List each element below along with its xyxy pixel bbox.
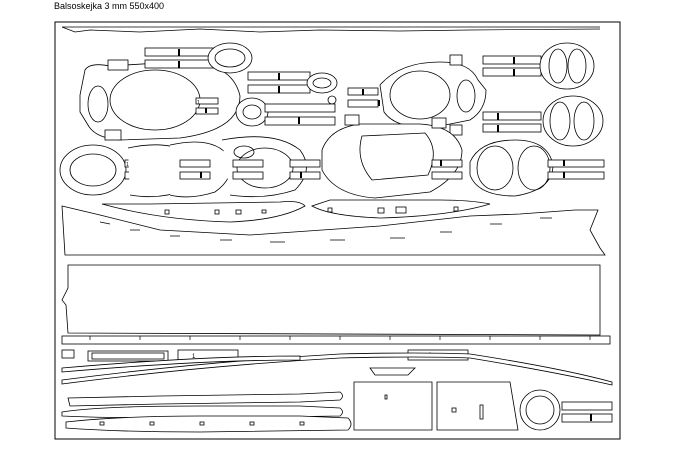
- frame-part-mid-large: [321, 114, 463, 199]
- tab-strip-middle: [247, 71, 338, 105]
- frame-part-mid-right: [469, 139, 605, 197]
- frame-part-right-top: [482, 42, 595, 90]
- part-number: 1: [126, 162, 129, 168]
- bottom-strip-2: [65, 415, 352, 433]
- part-number-bottom: 1: [192, 354, 196, 360]
- tab-strip-top: [144, 42, 253, 74]
- deck-profile-right: [311, 199, 491, 219]
- frame-part-right-middle: [482, 95, 604, 147]
- small-tab-pieces: 1: [195, 97, 219, 115]
- tab-strip-lower: [235, 97, 336, 127]
- bottom-strip-1: [61, 391, 343, 419]
- frame-part-mid-3: [221, 136, 321, 198]
- frame-part-upper-right: [347, 54, 487, 136]
- deck-profile-left: [101, 201, 306, 223]
- round-part-bottom-right: [519, 389, 613, 431]
- sheet-border: [54, 21, 621, 440]
- hull-side-panel: [61, 205, 606, 256]
- top-strip-part: [61, 26, 601, 33]
- transom-parts: [353, 367, 519, 431]
- sheet-title: Balsoskejka 3 mm 550x400: [54, 1, 165, 11]
- part-number: 1: [197, 100, 200, 106]
- hull-bottom-panel: [61, 264, 601, 336]
- frame-part-mid-2: [127, 141, 232, 198]
- frame-part-upper-left: [79, 59, 241, 141]
- keel-strip: [61, 335, 611, 345]
- gunwale-strips: [61, 352, 613, 386]
